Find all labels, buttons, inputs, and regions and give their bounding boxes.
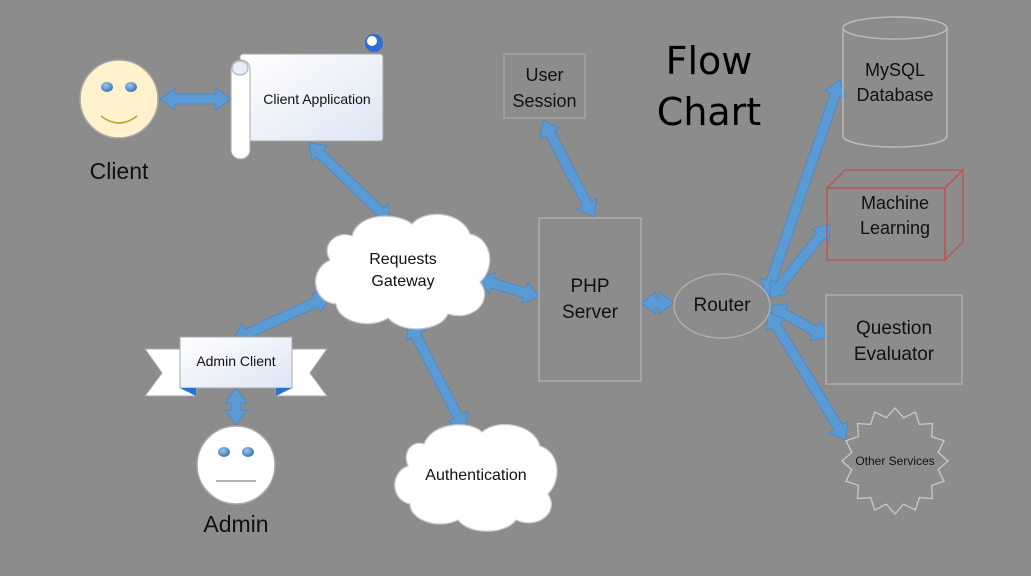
other-services-label: Other Services <box>855 454 935 468</box>
php-server-box <box>538 217 642 382</box>
other-services-starburst-shape <box>841 407 949 515</box>
arrow-user-session-to-php-server <box>539 119 598 218</box>
requests-gateway-label-line-2: Gateway <box>371 273 435 290</box>
authentication-label: Authentication <box>425 467 527 484</box>
admin-face-icon <box>196 425 276 505</box>
arrow-php-server-to-router <box>640 291 675 315</box>
arrow-client-to-client-application <box>159 87 232 111</box>
user-session-label-line-1: User <box>525 65 564 85</box>
arrow-gateway-to-admin-client <box>232 291 331 345</box>
flow-chart-title: Flow Chart <box>648 36 770 139</box>
question-evaluator-label: Question Evaluator <box>826 316 962 368</box>
machine-learning-label-line-2: Learning <box>859 218 931 238</box>
machine-learning-label: Machine Learning <box>827 191 963 241</box>
admin-client-label: Admin Client <box>196 353 276 369</box>
arrow-router-to-machine-learning <box>769 223 831 299</box>
user-session-label-line-2: Session <box>512 91 577 111</box>
question-evaluator-label-line-2: Evaluator <box>853 344 935 365</box>
question-evaluator-label-line-1: Question <box>855 318 933 339</box>
php-server-label-line-2: Server <box>562 302 618 323</box>
requests-gateway-label: Requests Gateway <box>348 249 458 293</box>
router-label: Router <box>693 295 751 316</box>
mysql-database-cylinder-shape <box>842 16 948 148</box>
client-face-icon <box>79 59 159 139</box>
admin-client-ribbon-shape <box>144 336 328 397</box>
mysql-database-label: MySQL Database <box>843 58 947 108</box>
client-label: Client <box>89 158 149 184</box>
arrow-admin-client-to-admin <box>224 387 248 426</box>
client-application-scroll-shape <box>230 34 384 160</box>
title-line-2: Chart <box>656 90 762 135</box>
question-evaluator-box <box>825 294 963 385</box>
machine-learning-cube-shape <box>825 168 965 262</box>
php-server-label-line-1: PHP <box>570 276 610 297</box>
mysql-database-label-line-1: MySQL <box>864 60 925 80</box>
php-server-label: PHP Server <box>539 274 641 326</box>
client-application-label: Client Application <box>263 91 371 107</box>
mysql-database-label-line-2: Database <box>856 85 934 105</box>
arrow-gateway-to-authentication <box>405 321 469 431</box>
requests-gateway-label-line-1: Requests <box>369 251 437 268</box>
machine-learning-label-line-1: Machine <box>860 193 930 213</box>
connector-arrows <box>159 79 849 441</box>
arrow-router-to-other-services <box>765 311 849 441</box>
user-session-label: User Session <box>504 62 585 114</box>
authentication-cloud-shape <box>394 423 558 532</box>
arrow-gateway-to-php-server <box>477 272 540 304</box>
arrow-client-application-to-gateway <box>308 142 392 223</box>
title-line-1: Flow <box>665 39 753 83</box>
admin-label: Admin <box>203 511 269 537</box>
requests-gateway-cloud-shape <box>314 213 491 330</box>
router-ellipse <box>673 273 771 339</box>
user-session-box <box>503 53 586 119</box>
